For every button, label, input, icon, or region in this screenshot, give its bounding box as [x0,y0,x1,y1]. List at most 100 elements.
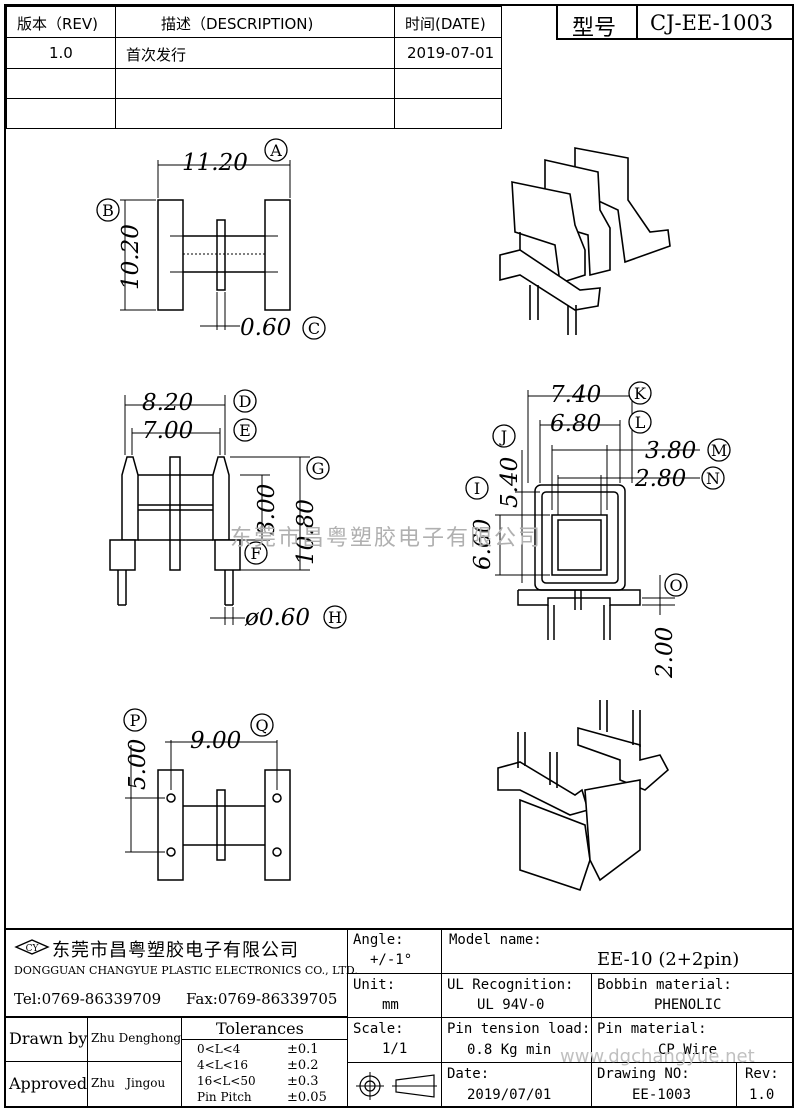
tag-D: D [233,389,257,413]
dim-N-value: 2.80 [634,466,686,492]
svg-text:E: E [239,421,251,440]
dim-J-value: 5.40 [497,457,523,508]
svg-text:L: L [635,413,646,432]
dim-F-value: 3.00 [254,484,280,535]
svg-text:P: P [130,711,141,730]
svg-text:M: M [711,441,727,460]
svg-text:O: O [669,576,682,595]
tag-H: H [323,605,347,629]
desc-header: 描述（DESCRIPTION) [161,15,314,33]
tag-F: F [244,541,268,565]
tag-G: G [306,456,330,480]
date-header: 时间(DATE) [405,15,486,33]
dim-I-value: 6.60 [470,519,496,570]
model-value: CJ-EE-1003 [650,11,774,35]
dim-E-value: 7.00 [142,418,193,444]
tag-B: B [96,198,120,222]
tag-L: L [628,410,652,434]
dim-B-value: 10.20 [118,224,144,290]
svg-text:C: C [308,319,320,338]
top-center-flange [216,219,226,291]
tag-C: C [302,316,326,340]
svg-text:I: I [474,479,480,498]
unit-cell: Unit: mm [347,973,442,1018]
dim-D-value: 8.20 [142,390,193,416]
rev-value: 1.0 [49,44,73,62]
drawing-no-cell: Drawing NO: EE-1003 [591,1062,737,1108]
company-tel: Tel:0769-86339709 [14,990,162,1008]
drawing-views: 11.20 A 10.20 B 0.60 C 8.20 D 7.00 E 3.0… [96,138,731,892]
dim-O-value: 2.00 [652,627,678,679]
tag-N: N [701,466,725,490]
date-value: 2019-07-01 [407,44,495,62]
model-name-cell: Model name: EE-10 (2+2pin) [441,928,794,974]
top-flange-left [157,199,184,311]
dim-G-value: 10.80 [293,499,319,565]
tag-M: M [707,438,731,462]
dim-K-value: 7.40 [550,382,601,408]
dim-C-value: 0.60 [240,315,291,341]
tag-A: A [264,138,288,162]
model-label-cell: 型号 [556,4,638,41]
approved-label-cell: Approved [4,1061,88,1108]
rev-header: 版本（REV) [17,15,99,33]
title-block-top-rule [4,928,794,930]
svg-text:A: A [269,141,282,160]
svg-text:B: B [102,201,114,220]
front-view [109,395,310,625]
date-cell-bottom: Date: 2019/07/01 [441,1062,592,1108]
tolerances-title-cell: Tolerances [181,1016,348,1040]
svg-text:D: D [239,392,252,411]
company-name-cn: 东莞市昌粤塑胶电子有限公司 [52,940,299,961]
dim-L-value: 6.80 [550,411,601,437]
svg-text:N: N [706,469,720,488]
svg-text:K: K [634,384,647,403]
desc-value: 首次发行 [126,46,187,64]
svg-text:H: H [328,608,342,627]
tag-Q: Q [250,713,274,737]
svg-text:CY: CY [26,944,40,954]
svg-text:J: J [499,427,507,446]
tag-P: P [123,708,147,732]
drawn-by-label-cell: Drawn by [4,1016,88,1062]
tag-K: K [628,381,652,405]
svg-text:Q: Q [255,716,268,735]
company-logo-icon: CY [14,938,50,960]
approved-value-cell: Zhu Jingou [87,1061,182,1108]
dim-Q-value: 9.00 [190,728,241,754]
top-view [120,160,291,330]
tag-I: I [465,476,489,500]
drawn-by-value-cell: Zhu Denghong [87,1016,182,1062]
ul-cell: UL Recognition: UL 94V-0 [441,973,592,1018]
rev-cell-bottom: Rev: 1.0 [736,1062,794,1108]
dim-P-value: 5.00 [125,739,151,790]
model-value-cell: CJ-EE-1003 [636,4,794,40]
company-name-en: DONGGUAN CHANGYUE PLASTIC ELECTRONICS CO… [14,964,358,977]
tag-O: O [664,573,688,597]
angle-cell: Angle: +/-1° [347,928,442,974]
dim-A-value: 11.20 [182,150,248,176]
dimension-labels: 11.20 A 10.20 B 0.60 C 8.20 D 7.00 E 3.0… [96,138,731,790]
scale-cell: Scale: 1/1 [347,1017,442,1063]
company-fax: Fax:0769-86339705 [186,990,338,1008]
dim-M-value: 3.80 [645,438,696,464]
projection-symbol-icon [356,1072,437,1100]
projection-symbol-cell [347,1062,442,1108]
model-label: 型号 [572,16,617,41]
tag-E: E [233,418,257,442]
bottom-view [125,740,291,881]
tag-J: J [492,424,516,448]
watermark-text: 东莞市昌粤塑胶电子有限公司 [230,526,543,551]
svg-text:F: F [250,544,261,563]
svg-text:G: G [312,459,325,478]
dim-H-value: ø0.60 [244,605,310,631]
empty-cell [394,98,502,129]
isometric-view-bottom [497,700,670,892]
rule [4,1016,348,1018]
top-flange-right [264,199,291,311]
side-view [495,390,700,640]
tolerances-cell: 0<L<4 ±0.1 4<L<16 ±0.2 16<L<50 ±0.3 Pin … [181,1039,348,1108]
bobbin-cell: Bobbin material: PHENOLIC [591,973,794,1018]
isometric-view-top [499,147,671,335]
watermark-url: www.dgchangyue.net [560,1046,755,1067]
